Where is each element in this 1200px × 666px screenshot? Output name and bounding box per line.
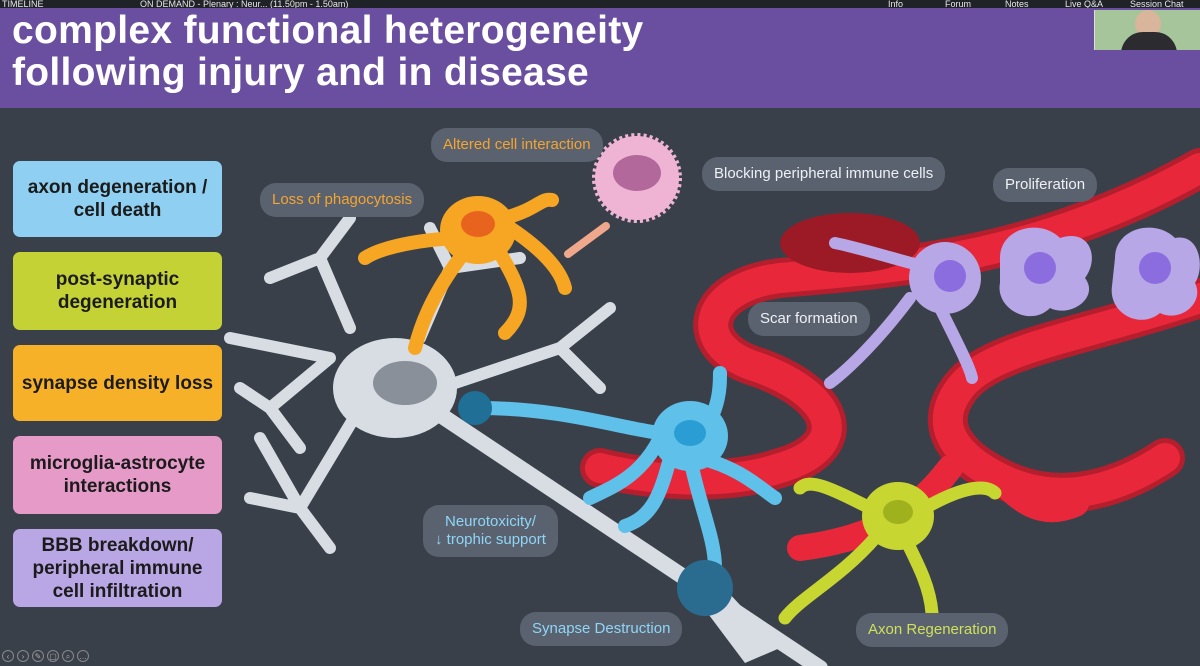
callout-synapse-destruction: Synapse Destruction bbox=[520, 612, 683, 646]
neurotoxicity-line-2: ↓ trophic support bbox=[435, 531, 546, 548]
presenter-body bbox=[1121, 32, 1177, 50]
neuron-nucleus bbox=[373, 361, 437, 405]
cell-illustration bbox=[224, 133, 1200, 666]
legend-synapse-density: synapse density loss bbox=[13, 345, 222, 421]
slide-title: complex functional heterogeneity followi… bbox=[12, 10, 644, 94]
callout-scar-formation: Scar formation bbox=[748, 302, 870, 336]
legend-post-synaptic-text: post-synaptic degeneration bbox=[55, 269, 180, 313]
legend-axon-degeneration: axon degeneration / cell death bbox=[13, 161, 222, 237]
pen-icon[interactable]: ✎ bbox=[32, 650, 44, 662]
next-icon[interactable]: › bbox=[17, 650, 29, 662]
notes-tab[interactable]: Notes bbox=[1005, 0, 1029, 8]
legend-microglia-astrocyte-text: microglia-astrocyte interactions bbox=[29, 453, 206, 497]
callout-altered-interaction: Altered cell interaction bbox=[431, 128, 603, 162]
presenter-webcam bbox=[1094, 10, 1200, 50]
synapse-glow-1 bbox=[458, 391, 492, 425]
app-top-bar: TIMELINE ON DEMAND - Plenary : Neur... (… bbox=[0, 0, 1200, 8]
callout-loss-phagocytosis: Loss of phagocytosis bbox=[260, 183, 425, 217]
callout-axon-regeneration: Axon Regeneration bbox=[856, 613, 1009, 647]
neurotoxicity-line-1: Neurotoxicity/ bbox=[445, 513, 536, 530]
timeline-label[interactable]: TIMELINE bbox=[2, 0, 44, 8]
prev-icon[interactable]: ‹ bbox=[2, 650, 14, 662]
legend-post-synaptic: post-synaptic degeneration bbox=[13, 252, 222, 330]
legend-bbb-breakdown-text: BBB breakdown/ peripheral immune cell in… bbox=[32, 534, 203, 602]
zoom-icon[interactable]: ⌕ bbox=[62, 650, 74, 662]
purple-cells bbox=[824, 227, 1200, 389]
blue-nucleus bbox=[674, 420, 706, 446]
info-tab[interactable]: Info bbox=[888, 0, 904, 8]
callout-neurotoxicity: Neurotoxicity/ ↓ trophic support bbox=[423, 505, 558, 557]
legend-bbb-breakdown: BBB breakdown/ peripheral immune cell in… bbox=[13, 529, 222, 607]
more-icon[interactable]: … bbox=[77, 650, 89, 662]
orange-nucleus bbox=[461, 211, 495, 237]
slide-header: complex functional heterogeneity followi… bbox=[0, 8, 1200, 108]
slide-controls: ‹ › ✎ ▢ ⌕ … bbox=[2, 650, 89, 662]
pink-immune-cell bbox=[592, 133, 682, 223]
title-line-2: following injury and in disease bbox=[12, 51, 590, 94]
callout-proliferation: Proliferation bbox=[993, 168, 1098, 202]
title-line-1: complex functional heterogeneity bbox=[12, 9, 644, 52]
callout-blocking-immune: Blocking peripheral immune cells bbox=[702, 157, 946, 191]
forum-tab[interactable]: Forum bbox=[945, 0, 972, 8]
live-qa-tab[interactable]: Live Q&A bbox=[1065, 0, 1104, 8]
synapse-glow-2 bbox=[677, 560, 733, 616]
session-chat-tab[interactable]: Session Chat bbox=[1130, 0, 1184, 8]
legend-microglia-astrocyte: microglia-astrocyte interactions bbox=[13, 436, 222, 514]
green-nucleus bbox=[883, 500, 913, 524]
legend-synapse-density-text: synapse density loss bbox=[21, 372, 214, 394]
presentation-slide: complex functional heterogeneity followi… bbox=[0, 8, 1200, 666]
interaction-arrow bbox=[564, 222, 610, 258]
legend-axon-degeneration-text: axon degeneration / cell death bbox=[27, 177, 208, 221]
view-icon[interactable]: ▢ bbox=[47, 650, 59, 662]
session-title: ON DEMAND - Plenary : Neur... (11.50pm -… bbox=[140, 0, 349, 8]
